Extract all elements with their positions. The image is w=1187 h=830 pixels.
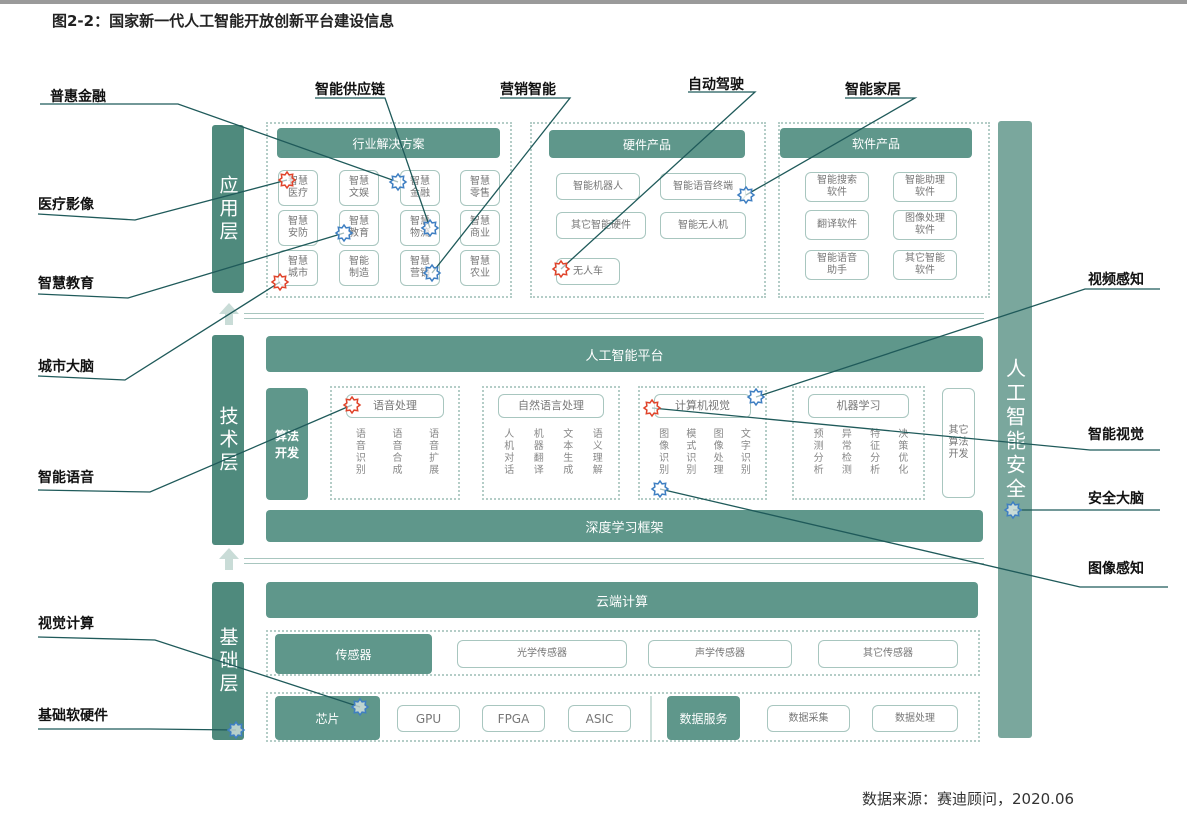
row-divider xyxy=(650,696,652,740)
ai-platform-bar: 人工智能平台 xyxy=(266,336,983,372)
data-service-header: 数据服务 xyxy=(667,696,740,740)
sensor-item: 其它传感器 xyxy=(818,640,958,668)
algorithm-item: 图像识别 xyxy=(656,428,668,476)
hardware-products-header: 硬件产品 xyxy=(549,130,745,158)
data-service-item: 数据处理 xyxy=(872,705,958,732)
algorithm-item: 预测分析 xyxy=(811,428,823,476)
industry-item: 智慧 金融 xyxy=(400,170,440,206)
hardware-item: 其它智能硬件 xyxy=(556,212,646,239)
algorithm-item: 人机对话 xyxy=(501,428,513,476)
deep-learning-framework-bar: 深度学习框架 xyxy=(266,510,983,542)
chip-header: 芯片 xyxy=(275,696,380,740)
chip-item: ASIC xyxy=(568,705,631,732)
chip-data-row xyxy=(266,692,980,742)
software-item: 智能搜索 软件 xyxy=(805,172,869,202)
up-arrow-icon xyxy=(219,548,239,570)
algorithm-item: 文本生成 xyxy=(560,428,572,476)
algorithm-item: 图像处理 xyxy=(711,428,723,476)
hardware-item: 智能机器人 xyxy=(556,173,640,200)
industry-item: 智慧 医疗 xyxy=(278,170,318,206)
software-item: 智能助理 软件 xyxy=(893,172,957,202)
layer-label-base: 基础层 xyxy=(212,582,244,740)
sensor-header: 传感器 xyxy=(275,634,432,674)
callout-label: 自动驾驶 xyxy=(688,77,744,93)
industry-item: 智慧 商业 xyxy=(460,210,500,246)
callout-label: 智慧教育 xyxy=(38,276,94,292)
callout-label: 城市大脑 xyxy=(38,359,94,375)
software-item: 翻译软件 xyxy=(805,210,869,240)
other-algorithm-box: 其它 算法 开发 xyxy=(942,388,975,498)
hardware-item: 无人车 xyxy=(556,258,620,285)
callout-label: 智能语音 xyxy=(38,470,94,486)
callout-label: 视频感知 xyxy=(1088,272,1144,288)
software-item: 智能语音 助手 xyxy=(805,250,869,280)
algorithm-item: 决策优化 xyxy=(895,428,907,476)
industry-item: 智能 制造 xyxy=(339,250,379,286)
data-source: 数据来源：赛迪顾问，2020.06 xyxy=(862,790,1075,808)
industry-item: 智慧 教育 xyxy=(339,210,379,246)
callout-label: 智能供应链 xyxy=(315,82,385,98)
callout-label: 安全大脑 xyxy=(1088,491,1144,507)
algorithm-item: 语音识别 xyxy=(353,428,365,476)
algorithm-item: 语义理解 xyxy=(590,428,602,476)
industry-item: 智慧 城市 xyxy=(278,250,318,286)
chip-item: GPU xyxy=(397,705,460,732)
layer-label-tech: 技术层 xyxy=(212,335,244,545)
algorithm-group-header: 语音处理 xyxy=(346,394,444,418)
algorithm-group-header: 自然语言处理 xyxy=(498,394,604,418)
industry-item: 智慧 零售 xyxy=(460,170,500,206)
industry-item: 智慧 物流 xyxy=(400,210,440,246)
algorithm-item: 语音合成 xyxy=(390,428,401,476)
callout-label: 普惠金融 xyxy=(50,89,106,105)
algorithm-group xyxy=(482,386,620,500)
callout-label: 营销智能 xyxy=(500,82,556,98)
software-item: 其它智能 软件 xyxy=(893,250,957,280)
leader-line xyxy=(38,728,237,731)
sensor-item: 声学传感器 xyxy=(648,640,792,668)
hardware-item: 智能无人机 xyxy=(660,212,746,239)
algorithm-item: 文字识别 xyxy=(738,428,750,476)
layer-label-app: 应用层 xyxy=(212,125,244,293)
callout-label: 智能视觉 xyxy=(1088,427,1144,443)
algorithm-group-header: 计算机视觉 xyxy=(654,394,751,418)
top-border xyxy=(0,0,1187,4)
cloud-computing-bar: 云端计算 xyxy=(266,582,978,618)
algorithm-item: 机器翻译 xyxy=(531,428,543,476)
sensor-item: 光学传感器 xyxy=(457,640,627,668)
hardware-item: 智能语音终端 xyxy=(660,173,746,200)
algorithm-item: 语音扩展 xyxy=(426,428,438,476)
security-bar: 人工智能安全 xyxy=(998,121,1032,738)
callout-label: 图像感知 xyxy=(1088,561,1144,577)
industry-item: 智慧 营销 xyxy=(400,250,440,286)
industry-item: 智慧 安防 xyxy=(278,210,318,246)
chip-item: FPGA xyxy=(482,705,545,732)
figure-title: 图2-2：国家新一代人工智能开放创新平台建设信息 xyxy=(52,12,395,30)
industry-item: 智慧 农业 xyxy=(460,250,500,286)
software-products-header: 软件产品 xyxy=(780,128,972,158)
industry-item: 智慧 文娱 xyxy=(339,170,379,206)
callout-label: 智能家居 xyxy=(845,82,901,98)
layer-separator xyxy=(244,558,984,564)
data-service-item: 数据采集 xyxy=(767,705,850,732)
callout-label: 视觉计算 xyxy=(38,616,94,632)
up-arrow-icon xyxy=(219,303,239,325)
algorithm-dev-box: 算法 开发 xyxy=(266,388,308,500)
callout-label: 医疗影像 xyxy=(38,197,94,213)
layer-separator xyxy=(244,313,984,319)
callout-label: 基础软硬件 xyxy=(38,708,108,724)
algorithm-item: 特征分析 xyxy=(867,428,879,476)
algorithm-item: 异常检测 xyxy=(839,428,851,476)
algorithm-group-header: 机器学习 xyxy=(808,394,909,418)
algorithm-item: 模式识别 xyxy=(683,428,695,476)
software-item: 图像处理 软件 xyxy=(893,210,957,240)
industry-solutions-header: 行业解决方案 xyxy=(277,128,500,158)
